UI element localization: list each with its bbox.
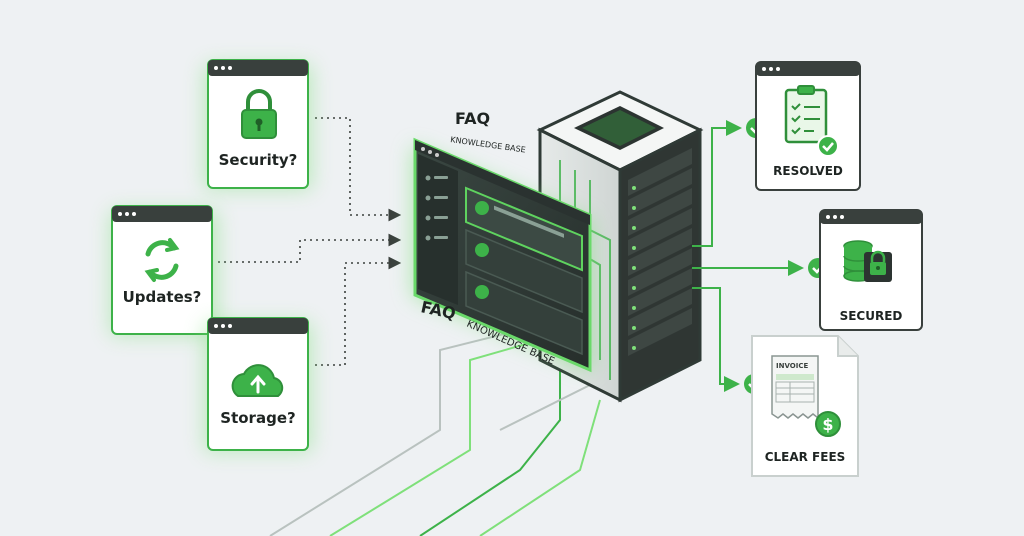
faq-subtitle-top: KNOWLEDGE BASE (450, 135, 527, 154)
outcome-secured: SECURED (808, 209, 923, 331)
circuit-traces (269, 329, 621, 536)
question-label: Storage? (220, 409, 295, 427)
cloud-upload-icon (231, 364, 284, 397)
invoice-title: INVOICE (776, 362, 808, 370)
faq-panel[interactable]: FAQ KNOWLEDGE BASE FAQ KNOWLEDGE BASE (412, 109, 592, 373)
outcome-clear-fees: INVOICE $ CLEAR FEES (744, 335, 859, 477)
faq-entry[interactable] (465, 228, 583, 314)
faq-title-top: FAQ (455, 109, 490, 128)
question-window-updates[interactable]: Updates? (110, 205, 218, 336)
refresh-icon (144, 238, 180, 282)
server-rack-units (628, 148, 692, 356)
question-connectors (218, 117, 402, 366)
question-window-security[interactable]: Security? (204, 59, 312, 190)
question-label: Security? (219, 151, 298, 169)
question-label: Updates? (123, 288, 202, 306)
clipboard-check-icon (784, 85, 839, 157)
outcome-label: SECURED (840, 309, 903, 323)
outcome-label: RESOLVED (773, 164, 843, 178)
question-window-storage[interactable]: Storage? (204, 317, 312, 452)
invoice-dollar-icon: INVOICE $ (771, 355, 841, 437)
outcome-resolved: RESOLVED (746, 61, 861, 191)
lock-icon (241, 89, 277, 139)
faq-entry[interactable] (465, 270, 583, 356)
outcome-connectors (692, 120, 804, 392)
database-lock-icon (843, 240, 892, 282)
outcome-label: CLEAR FEES (765, 450, 846, 464)
faq-entry[interactable] (465, 186, 583, 272)
svg-text:$: $ (822, 415, 833, 434)
